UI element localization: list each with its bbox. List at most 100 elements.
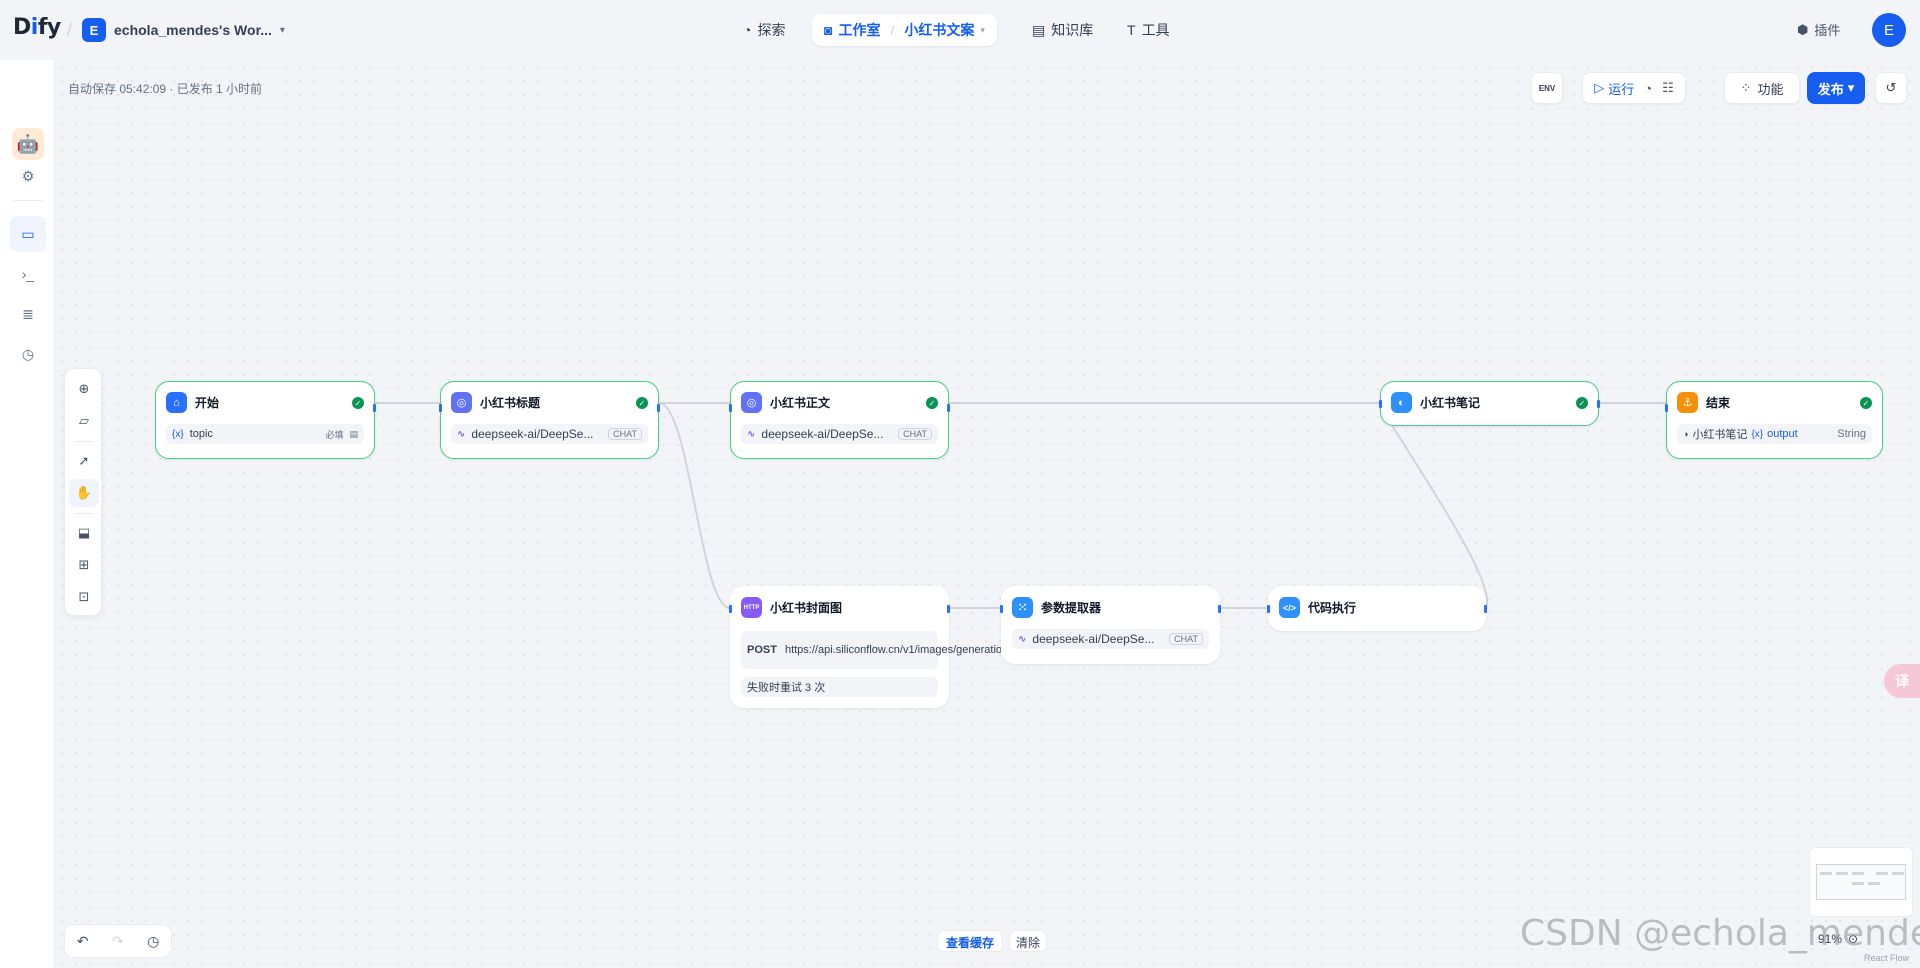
hand-icon[interactable]: ✋ [69,479,99,507]
translate-icon[interactable]: 译 [1884,664,1920,698]
nav-knowledge-label: 知识库 [1051,22,1094,38]
sidebar-item-api[interactable]: ›_ [10,256,46,292]
node-llm-body[interactable]: ◎小红书正文 ✓ ∿ deepseek-ai/DeepSe... CHAT [729,381,950,459]
success-check-icon: ✓ [636,397,648,409]
source-handle[interactable] [947,605,950,613]
app-settings-icon[interactable]: ⚙ [21,167,35,184]
target-handle[interactable] [1000,605,1003,613]
minimap[interactable] [1809,847,1913,917]
redo-icon[interactable]: ↷ [111,932,124,949]
target-handle[interactable] [1665,404,1668,412]
plugins-button[interactable]: ⬢ 插件 [1797,20,1840,39]
template-icon: ◐ [1391,392,1412,413]
version-history-icon[interactable]: ↺ [1875,72,1907,104]
target-handle[interactable] [1379,400,1382,408]
node-end[interactable]: ⚓结束 ✓ ◑ 小红书笔记 {x} output String [1665,381,1883,459]
source-handle[interactable] [657,404,660,412]
node-code[interactable]: </>代码执行 [1267,586,1487,631]
target-handle[interactable] [439,404,442,412]
export-image-icon[interactable]: ⬓ [77,525,91,540]
change-history-icon[interactable]: ◷ [147,932,160,949]
target-handle[interactable] [1267,605,1270,613]
undo-icon[interactable]: ↶ [76,932,89,949]
source-node-icon: ◑ [1683,429,1689,439]
workspace-switcher[interactable]: E echola_mendes's Wor... ▾ [82,18,285,42]
sidebar-item-monitoring[interactable]: ◷ [10,336,46,372]
workspace-name: echola_mendes's Wor... [114,22,272,38]
env-label: ENV [1538,83,1556,93]
book-icon: ▤ [1032,21,1046,38]
node-title: 小红书标题 [480,396,541,410]
model-name: deepseek-ai/DeepSe... [761,427,884,441]
app-icon[interactable]: 🤖 [12,128,44,160]
nav-explore-label: 探索 [757,22,786,38]
zoom-control[interactable]: 91% ⊙ [1818,932,1858,946]
node-parameter-extractor[interactable]: ⁙参数提取器 ∿ deepseek-ai/DeepSe... CHAT [1000,586,1221,664]
nav-studio[interactable]: ◙ 工作室 / 小红书文案 ▾ [812,14,997,46]
add-note-icon[interactable]: ▱ [79,413,89,428]
node-start[interactable]: ⌂开始 ✓ {x} topic 必填 ▤ [155,381,376,459]
minimap-node [1868,882,1880,885]
env-button[interactable]: ENV [1531,72,1563,104]
source-node-name: 小红书笔记 [1692,429,1748,441]
variable-icon: {x} [172,428,184,440]
output-variable-name: output [1767,428,1798,440]
top-navigation: Dify / E echola_mendes's Wor... ▾ ◔ 探索 ◙… [0,0,1920,60]
minimap-toggle-icon[interactable]: ⊡ [78,589,90,604]
mode-badge: CHAT [608,428,642,440]
sidebar-item-orchestrate[interactable]: ▭ [10,216,46,252]
sidebar-item-logs[interactable]: ≣ [10,296,46,332]
deepseek-model-icon: ∿ [747,428,756,440]
play-icon: ▷ [1594,80,1605,95]
retry-info: 失败时重试 3 次 [741,677,938,697]
start-variable: {x} topic 必填 ▤ [166,424,364,444]
nav-explore[interactable]: ◔ 探索 [733,14,795,46]
source-handle[interactable] [1597,400,1600,408]
text-input-icon: ▤ [349,428,358,439]
checklist-icon[interactable]: ☷ [1662,80,1674,95]
features-icon: ⁘ [1740,80,1752,95]
run-button[interactable]: ▷运行 [1594,79,1634,98]
source-handle[interactable] [1218,605,1221,613]
code-icon: </> [1279,597,1300,618]
llm-icon: ◎ [741,392,762,413]
node-note[interactable]: ◐小红书笔记 ✓ [1379,381,1600,426]
workflow-canvas[interactable] [55,60,1920,968]
sidebar-divider [14,200,42,201]
pointer-icon[interactable]: ➚ [78,453,90,468]
dify-logo[interactable]: Dify [13,15,61,40]
node-llm-title[interactable]: ◎小红书标题 ✓ ∿ deepseek-ai/DeepSe... CHAT [439,381,660,459]
gauge-icon: ◷ [21,345,35,362]
compass-icon: ◔ [743,22,752,38]
success-check-icon: ✓ [352,397,364,409]
run-history-icon[interactable]: ◔ [1644,80,1653,96]
publish-button[interactable]: 发布▾ [1807,72,1865,104]
user-avatar[interactable]: E [1872,13,1906,47]
workspace-separator: / [67,20,73,40]
source-handle[interactable] [947,404,950,412]
target-handle[interactable] [729,404,732,412]
publish-label: 发布 [1817,81,1844,97]
home-icon: ⌂ [166,392,187,413]
minimap-node [1852,882,1864,885]
organize-blocks-icon[interactable]: ⊞ [78,557,90,572]
variable-type: String [1837,428,1866,440]
source-handle[interactable] [373,404,376,412]
nav-knowledge[interactable]: ▤ 知识库 [1022,14,1103,46]
success-check-icon: ✓ [1860,397,1872,409]
minimap-node [1820,872,1832,875]
features-button[interactable]: ⁘ 功能 [1724,72,1800,104]
clear-cache-button[interactable]: 清除 [1009,930,1048,952]
source-handle[interactable] [1484,605,1487,613]
features-label: 功能 [1757,81,1784,97]
target-handle[interactable] [729,605,732,613]
add-node-icon[interactable]: ⊕ [78,381,90,396]
chevron-down-icon: ▾ [980,24,985,35]
variable-icon: {x} [1751,428,1764,440]
model-selector: ∿ deepseek-ai/DeepSe... CHAT [451,424,648,444]
view-cache-button[interactable]: 查看缓存 [937,930,1004,952]
nav-tools[interactable]: T 工具 [1117,14,1180,46]
react-flow-attribution[interactable]: React Flow [1864,953,1910,963]
current-app-name[interactable]: 小红书文案 [904,22,975,38]
